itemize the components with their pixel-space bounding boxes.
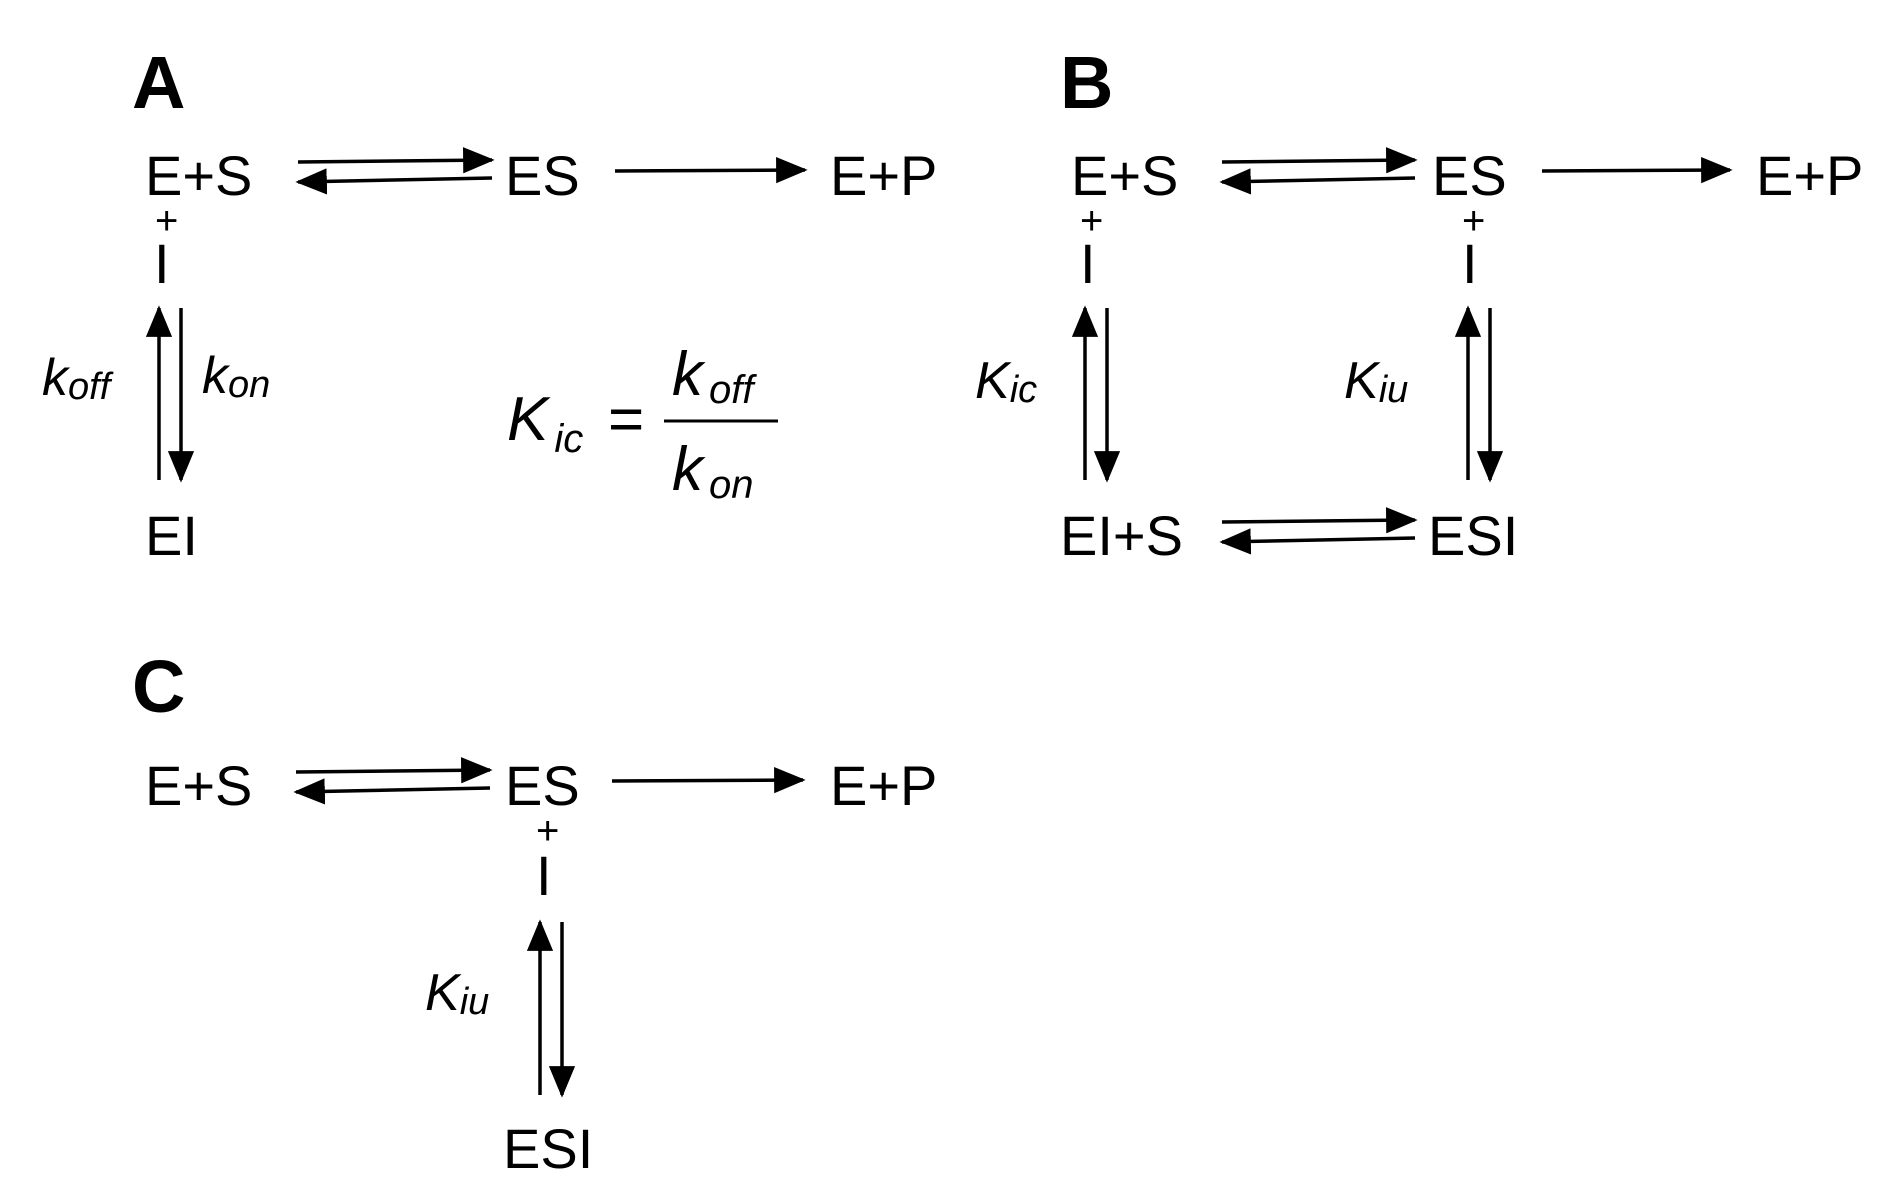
panel-a-e-plus-p: E+P xyxy=(830,144,937,207)
equation-equals: = xyxy=(608,385,644,454)
panel-c-e-plus-p: E+P xyxy=(830,754,937,817)
panel-a-reverse-arrow xyxy=(295,168,493,195)
panel-a-es: ES xyxy=(505,144,580,207)
panel-b-kic-label: Kic xyxy=(975,352,1037,411)
panel-c-reverse-arrow xyxy=(293,778,491,805)
panel-a-inhibitor: I xyxy=(154,232,170,295)
panel-b-left-inhibitor: I xyxy=(1080,232,1096,295)
panel-b-es: ES xyxy=(1432,144,1507,207)
panel-b-label: B xyxy=(1060,41,1113,124)
panel-b: B E+S ES E+P + I Kic + I Kiu EI+S ESI xyxy=(975,41,1863,567)
panel-a-plus-sign: + xyxy=(155,199,178,243)
panel-b-kiu-label: Kiu xyxy=(1344,352,1408,411)
panel-c-kiu-label: Kiu xyxy=(425,964,489,1023)
panel-b-reverse-arrow xyxy=(1219,168,1416,195)
panel-a-ei: EI xyxy=(145,504,198,567)
panel-b-bottom-forward-arrow xyxy=(1221,507,1418,534)
panel-b-esi: ESI xyxy=(1428,504,1518,567)
panel-c-plus-sign: + xyxy=(536,809,559,853)
panel-c-inhibitor: I xyxy=(536,844,552,907)
panel-c-esi: ESI xyxy=(503,1117,593,1180)
panel-b-e-plus-s: E+S xyxy=(1071,144,1178,207)
panel-b-forward-arrow xyxy=(1221,147,1418,174)
panel-a-kon-label: kon xyxy=(202,347,270,406)
panel-c: C E+S ES E+P + I Kiu ESI xyxy=(132,645,937,1180)
panel-b-right-plus-sign: + xyxy=(1462,199,1485,243)
panel-a-e-plus-s: E+S xyxy=(145,144,252,207)
panel-b-bottom-reverse-arrow xyxy=(1219,528,1416,555)
panel-b-catalysis-arrow xyxy=(1541,157,1733,184)
panel-b-ei-plus-s: EI+S xyxy=(1060,504,1183,567)
panel-c-forward-arrow xyxy=(295,757,493,784)
panel-a-label: A xyxy=(132,41,185,124)
panel-a-forward-arrow xyxy=(297,147,495,174)
panel-c-e-plus-s: E+S xyxy=(145,754,252,817)
panel-a-koff-label: koff xyxy=(42,349,114,408)
panel-c-es: ES xyxy=(505,754,580,817)
panel-b-left-plus-sign: + xyxy=(1080,199,1103,243)
panel-c-label: C xyxy=(132,645,185,728)
panel-b-e-plus-p: E+P xyxy=(1756,144,1863,207)
panel-a-catalysis-arrow xyxy=(614,157,808,184)
panel-c-catalysis-arrow xyxy=(611,767,806,794)
panel-b-right-inhibitor: I xyxy=(1462,232,1478,295)
